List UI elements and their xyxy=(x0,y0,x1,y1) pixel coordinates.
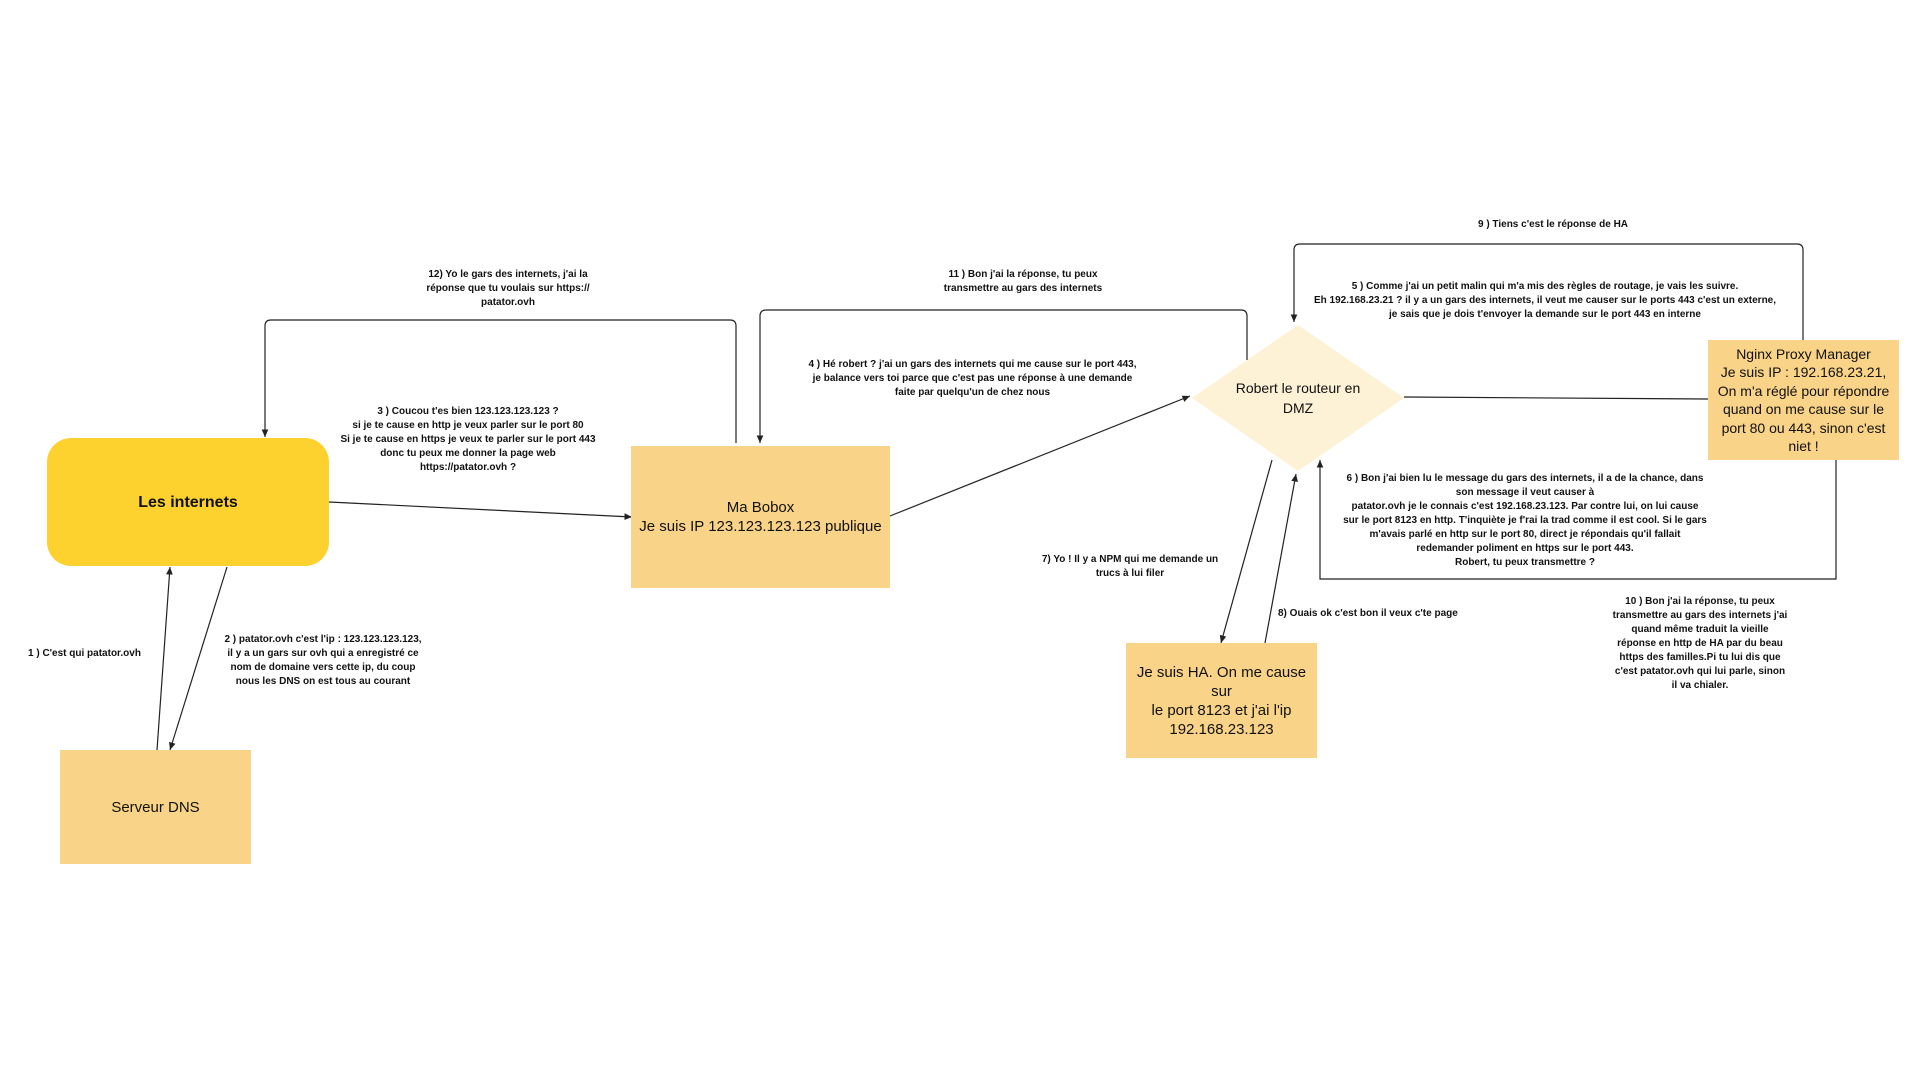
nginx-proxy-manager-node: Nginx Proxy Manager Je suis IP : 192.168… xyxy=(1708,340,1899,460)
bobox-node: Ma Bobox Je suis IP 123.123.123.123 publ… xyxy=(631,446,890,588)
step-5-note: 5 ) Comme j'ai un petit malin qui m'a mi… xyxy=(1313,281,1777,320)
step-9-note: 9 ) Tiens c'est le réponse de HA xyxy=(1477,219,1629,230)
step-6-note: 6 ) Bon j'ai bien lu le message du gars … xyxy=(1343,473,1707,568)
arrow-step-8 xyxy=(1264,473,1298,644)
step-11-note: 11 ) Bon j'ai la réponse, tu peux transm… xyxy=(943,269,1103,294)
step-10-note: 10 ) Bon j'ai la réponse, tu peux transm… xyxy=(1612,596,1788,691)
arrow-step-6 xyxy=(1316,460,1837,580)
step-3-note: 3 ) Coucou t'es bien 123.123.123.123 ? s… xyxy=(340,406,596,473)
arrow-step-1 xyxy=(156,566,173,751)
step-12-note: 12) Yo le gars des internets, j'ai la ré… xyxy=(426,269,590,308)
arrow-step-12 xyxy=(261,319,737,443)
arrow-step-9 xyxy=(1290,243,1804,340)
router-node-label: Robert le routeur en DMZ xyxy=(1235,380,1361,416)
step-4-note: 4 ) Hé robert ? j'ai un gars des interne… xyxy=(808,359,1137,398)
step-2-note: 2 ) patator.ovh c'est l'ip : 123.123.123… xyxy=(224,634,422,687)
step-7-note: 7) Yo ! Il y a NPM qui me demande un tru… xyxy=(1041,554,1219,579)
arrow-step-11 xyxy=(756,309,1248,443)
arrow-step-5 xyxy=(1403,396,1709,400)
step-8-note: 8) Ouais ok c'est bon il veux c'te page xyxy=(1278,608,1458,619)
arrow-step-7 xyxy=(1219,459,1273,644)
internets-node: Les internets xyxy=(47,438,329,566)
router-diamond-shape xyxy=(1192,325,1404,471)
arrow-step-2 xyxy=(169,566,228,751)
step-1-note: 1 ) C'est qui patator.ovh xyxy=(28,648,141,659)
home-assistant-node: Je suis HA. On me cause sur le port 8123… xyxy=(1126,643,1317,758)
arrow-step-3 xyxy=(328,501,633,520)
dns-server-node: Serveur DNS xyxy=(60,750,251,864)
arrow-step-4 xyxy=(889,395,1191,517)
